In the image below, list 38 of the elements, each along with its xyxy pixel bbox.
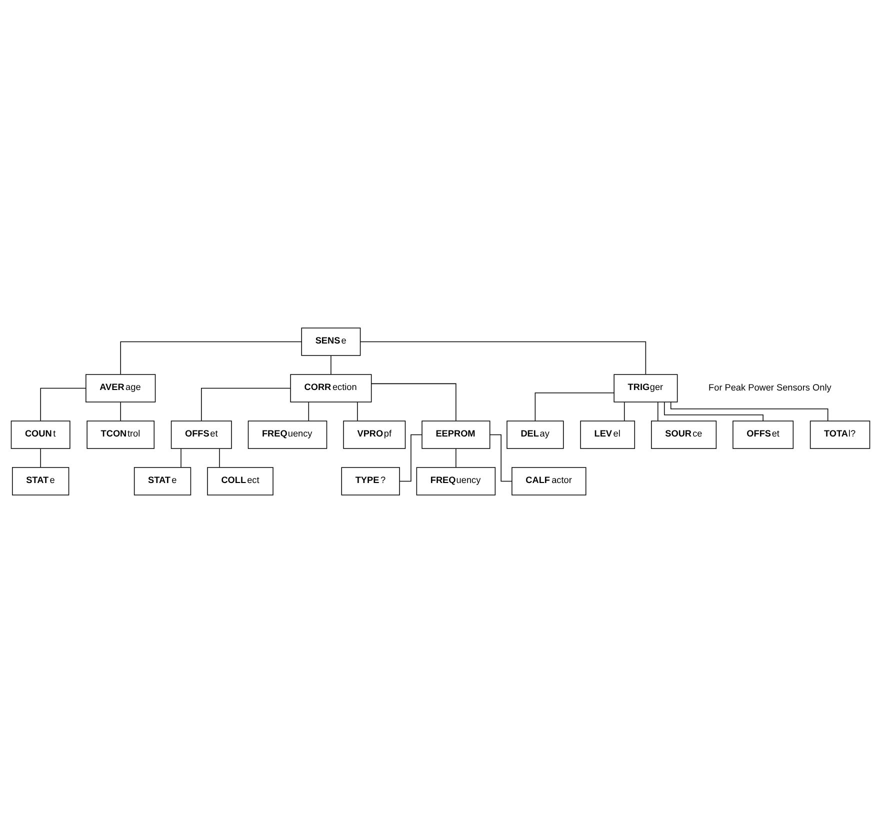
connector: [670, 401, 828, 421]
node-box: CALFactor: [512, 466, 586, 495]
connector: [360, 340, 646, 374]
connector: [180, 448, 182, 468]
node-box: DELay: [506, 420, 564, 448]
node-box: STATe: [134, 466, 192, 495]
connector: [371, 382, 456, 421]
node-box: TCONtrol: [86, 420, 155, 448]
node-box: TYPE?: [341, 466, 400, 495]
node-box: SOURce: [651, 420, 717, 448]
node-box: COLLect: [207, 466, 274, 495]
node-box: TRIGger: [614, 374, 678, 402]
node-box: TOTAl?: [810, 420, 870, 448]
node-box: SENSe: [301, 327, 361, 356]
label: For Peak Power Sensors Only: [708, 382, 832, 392]
connector: [219, 448, 220, 468]
node-box: VPROpf: [343, 420, 406, 448]
node-box: OFFSet: [732, 420, 794, 448]
connector: [534, 392, 614, 421]
node-box: STATe: [12, 466, 70, 495]
node-box: EEPROM: [422, 420, 490, 448]
connector: [120, 340, 302, 374]
connector: [40, 448, 41, 468]
node-box: LEVel: [580, 420, 636, 448]
connector: [40, 387, 86, 421]
connector: [624, 401, 625, 421]
connector: [201, 387, 291, 421]
node-box: FREQuency: [248, 420, 328, 448]
node-box: FREQuency: [416, 466, 496, 495]
node-box: CORRection: [290, 374, 372, 402]
connector: [357, 401, 358, 421]
node-box: OFFSet: [170, 420, 232, 448]
node-box: COUNt: [10, 420, 70, 448]
connector: [120, 401, 121, 421]
connector: [308, 401, 310, 421]
node-box: AVERage: [86, 374, 156, 402]
connector: [330, 354, 332, 374]
connector: [664, 401, 764, 421]
